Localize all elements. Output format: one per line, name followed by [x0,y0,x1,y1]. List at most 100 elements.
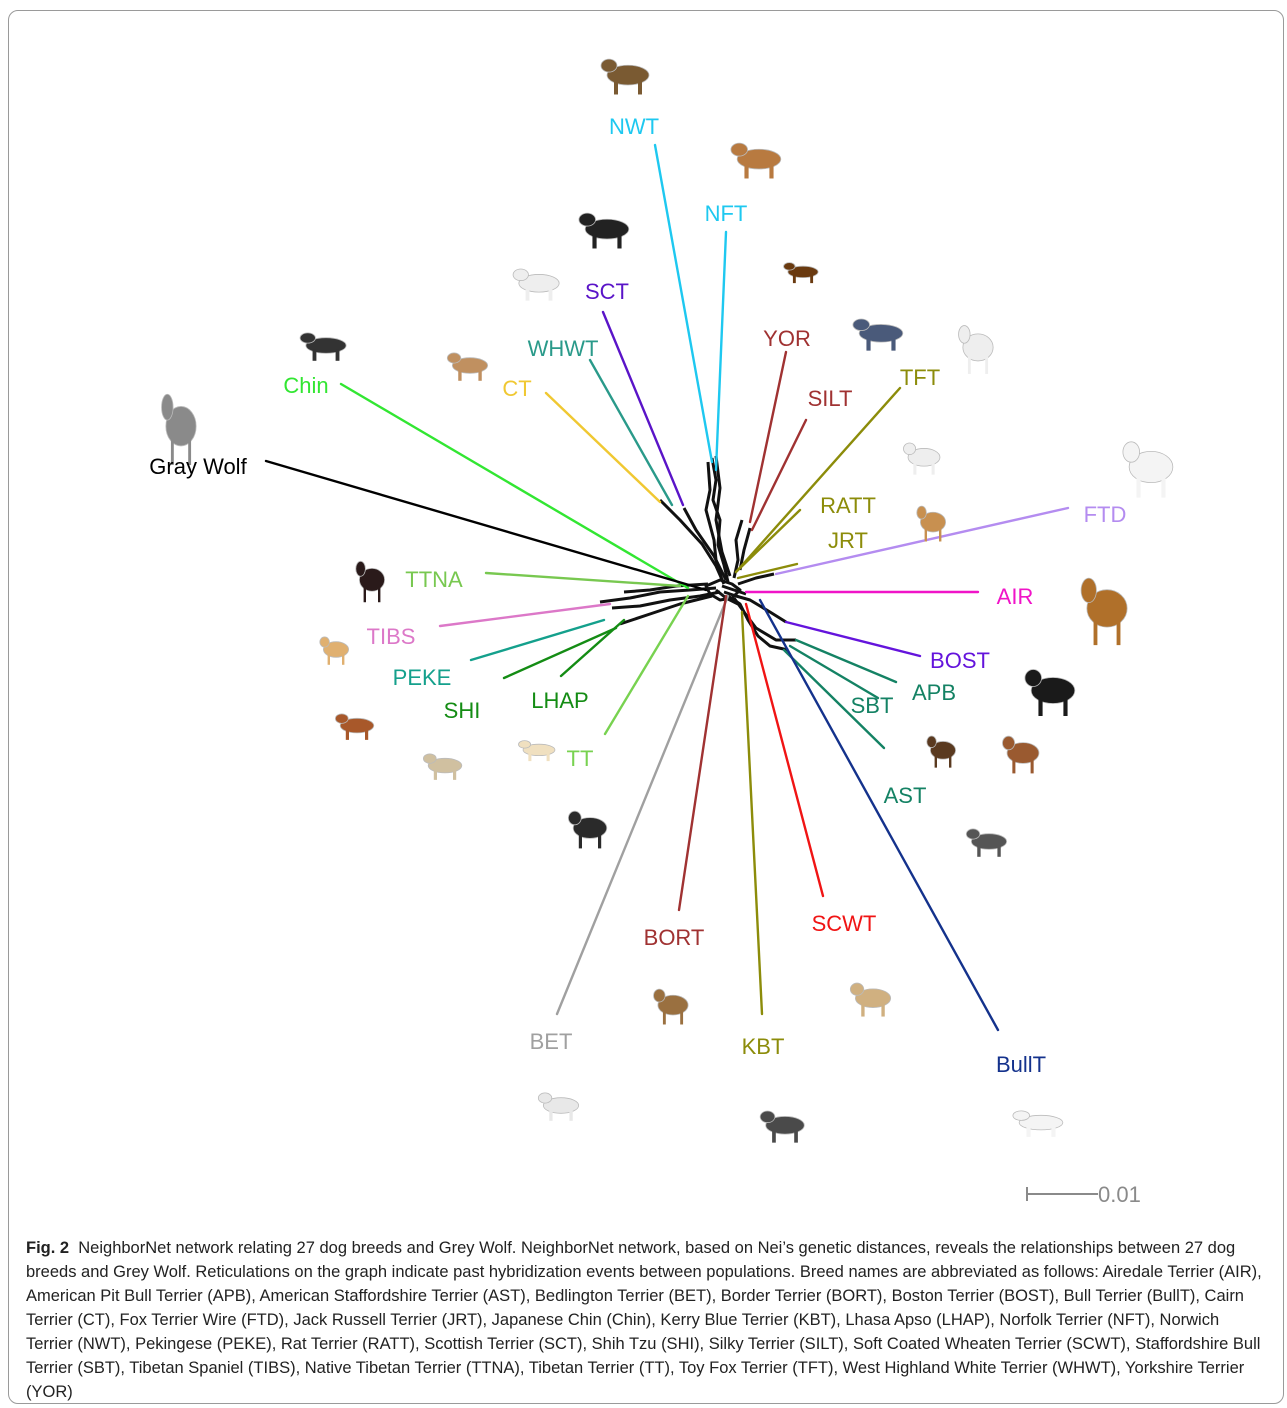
dog-photo-chin [299,332,347,361]
branch-ratt [734,508,802,574]
label-silt: SILT [808,386,853,411]
dog-photo-lhap [518,740,556,762]
branch-apb [794,638,898,684]
label-tibs: TIBS [367,624,416,649]
dog-photo-nft [730,142,782,179]
branch-bort [677,594,728,912]
branch-silt [750,418,808,532]
dog-photo-peke [334,713,375,740]
label-ct: CT [502,376,531,401]
dog-photo-tibs [319,636,349,665]
dog-photo-apb [1002,735,1040,774]
dog-photo-gray-wolf [161,393,197,465]
dog-photo-nwt [600,58,650,95]
dog-photo-ttna [355,560,385,603]
dog-photo-tft [958,325,994,374]
label-lhap: LHAP [531,688,588,713]
branch-shi [502,626,618,680]
reticulation-path [619,594,713,626]
dog-photo-scwt [849,982,892,1017]
reticulation-path [710,457,730,583]
dog-photo-tt [567,810,608,849]
branch-lhap [559,618,626,678]
label-peke: PEKE [393,665,452,690]
dog-photo-silt [852,318,904,351]
dog-photo-kbt [759,1110,805,1143]
label-ttna: TTNA [405,567,463,592]
network-branches [264,143,1070,1032]
reticulation-path [682,507,728,581]
dog-photo-air [1080,577,1128,646]
label-sbt: SBT [851,693,894,718]
label-chin: Chin [283,373,328,398]
dog-photo-yor [783,262,819,284]
dog-photo-bet [537,1092,580,1121]
reticulation-path [704,578,742,602]
label-bost: BOST [930,648,990,673]
caption-label: Fig. 2 [26,1239,70,1257]
label-ast: AST [884,783,927,808]
branch-tt [603,594,690,736]
dog-photo-bullt [1012,1110,1064,1137]
label-scwt: SCWT [812,911,877,936]
scale-bar: 0.01 [1026,1182,1141,1207]
branch-tibs [438,602,612,628]
figure-caption: Fig. 2 NeighborNet network relating 27 d… [26,1236,1266,1404]
branch-ttna [484,571,682,588]
label-kbt: KBT [742,1034,785,1059]
label-air: AIR [997,584,1034,609]
caption-text: NeighborNet network relating 27 dog bree… [26,1239,1262,1401]
branch-chin [339,382,690,590]
branch-tft [734,386,902,574]
reticulation-path [721,584,747,596]
label-nwt: NWT [609,114,659,139]
dog-photo-shi [422,753,463,780]
dog-photo-ratt [903,442,941,475]
branch-gray-wolf [264,459,708,592]
network-reticulation [599,455,796,652]
branch-bet [555,594,730,1016]
label-sct: SCT [585,279,629,304]
branch-whwt [588,358,674,507]
reticulation-path [599,586,717,604]
label-yor: YOR [763,326,811,351]
label-bullt: BullT [996,1052,1046,1077]
reticulation-path [714,455,732,577]
reticulation-path [658,498,726,585]
branch-ct [544,391,662,504]
label-gray-wolf: Gray Wolf [149,454,247,479]
branch-scwt [744,602,825,898]
reticulation-path [738,527,752,571]
branch-nwt [653,143,714,464]
label-bet: BET [530,1029,573,1054]
branch-jrt [736,562,799,580]
branch-nft [714,230,728,472]
label-ratt: RATT [820,493,876,518]
dog-photo-ast [965,828,1008,857]
scale-bar-label: 0.01 [1098,1182,1141,1207]
reticulation-path [732,519,744,579]
dog-photo-bort [653,988,689,1025]
branch-bost [784,620,922,658]
branch-bullt [758,598,1000,1032]
dog-photo-whwt [512,268,560,301]
breed-photos [161,58,1174,1143]
branch-ast [782,648,886,750]
branch-sct [601,310,685,507]
dog-photo-ct [446,352,489,381]
dog-photo-bost [1024,669,1076,716]
label-bort: BORT [644,925,705,950]
reticulation-path [737,572,775,586]
branch-ftd [774,506,1070,576]
dog-photo-sct [578,212,630,249]
branch-peke [469,618,606,662]
branch-yor [748,350,788,524]
branch-kbt [740,610,764,1016]
label-apb: APB [912,680,956,705]
label-shi: SHI [444,698,481,723]
reticulation-path [723,590,787,624]
label-nft: NFT [705,201,748,226]
branch-sbt [788,644,880,700]
